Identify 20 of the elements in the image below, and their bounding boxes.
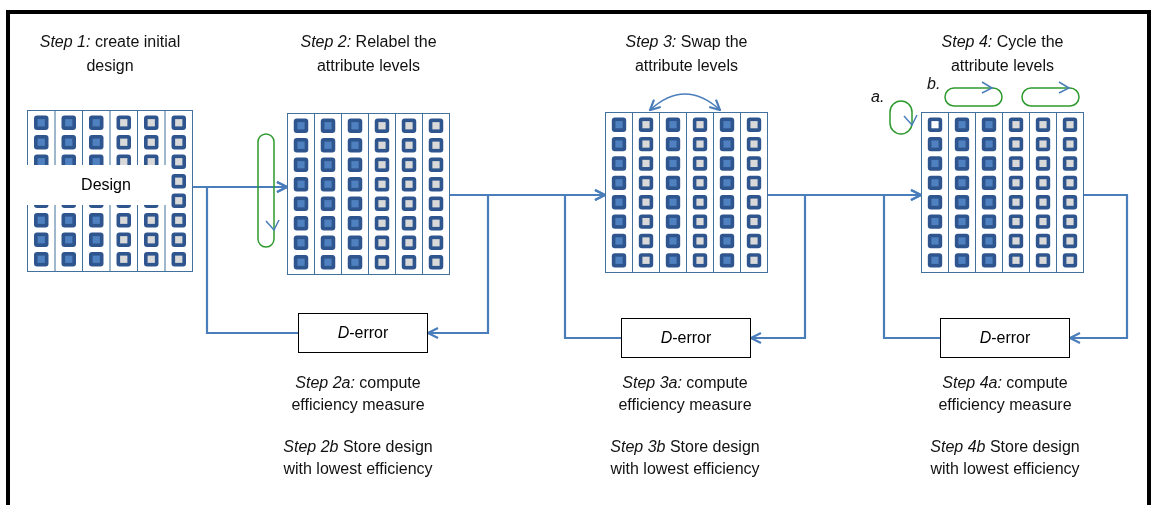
connector-arrow <box>882 188 940 340</box>
connector-arrow <box>205 180 298 335</box>
process-box: D-error <box>298 313 428 353</box>
step-heading: Step 2: Relabel the attribute levels <box>299 32 438 76</box>
step-heading: Step 1: create initial design <box>38 32 182 76</box>
process-box: D-error <box>621 318 751 358</box>
connector-arrow <box>749 193 807 345</box>
callout-letter: a. <box>871 88 885 106</box>
step-note: Step 2b Store design with lowest efficiency <box>282 437 434 479</box>
connector-arrow <box>426 193 490 340</box>
step-note: Step 3b Store design with lowest efficiency <box>609 437 761 479</box>
step-note: Step 4a: compute efficiency measure <box>937 373 1073 415</box>
connector-arrow <box>1068 193 1129 345</box>
step-heading: Step 3: Swap the attribute levels <box>624 32 749 76</box>
callout-letter: b. <box>927 75 941 93</box>
connector-arrow <box>563 188 621 340</box>
step-note: Step 4b Store design with lowest efficiency <box>929 437 1081 479</box>
process-box: D-error <box>940 318 1070 358</box>
step-note: Step 3a: compute efficiency measure <box>617 373 753 415</box>
step-note: Step 2a: compute efficiency measure <box>290 373 426 415</box>
